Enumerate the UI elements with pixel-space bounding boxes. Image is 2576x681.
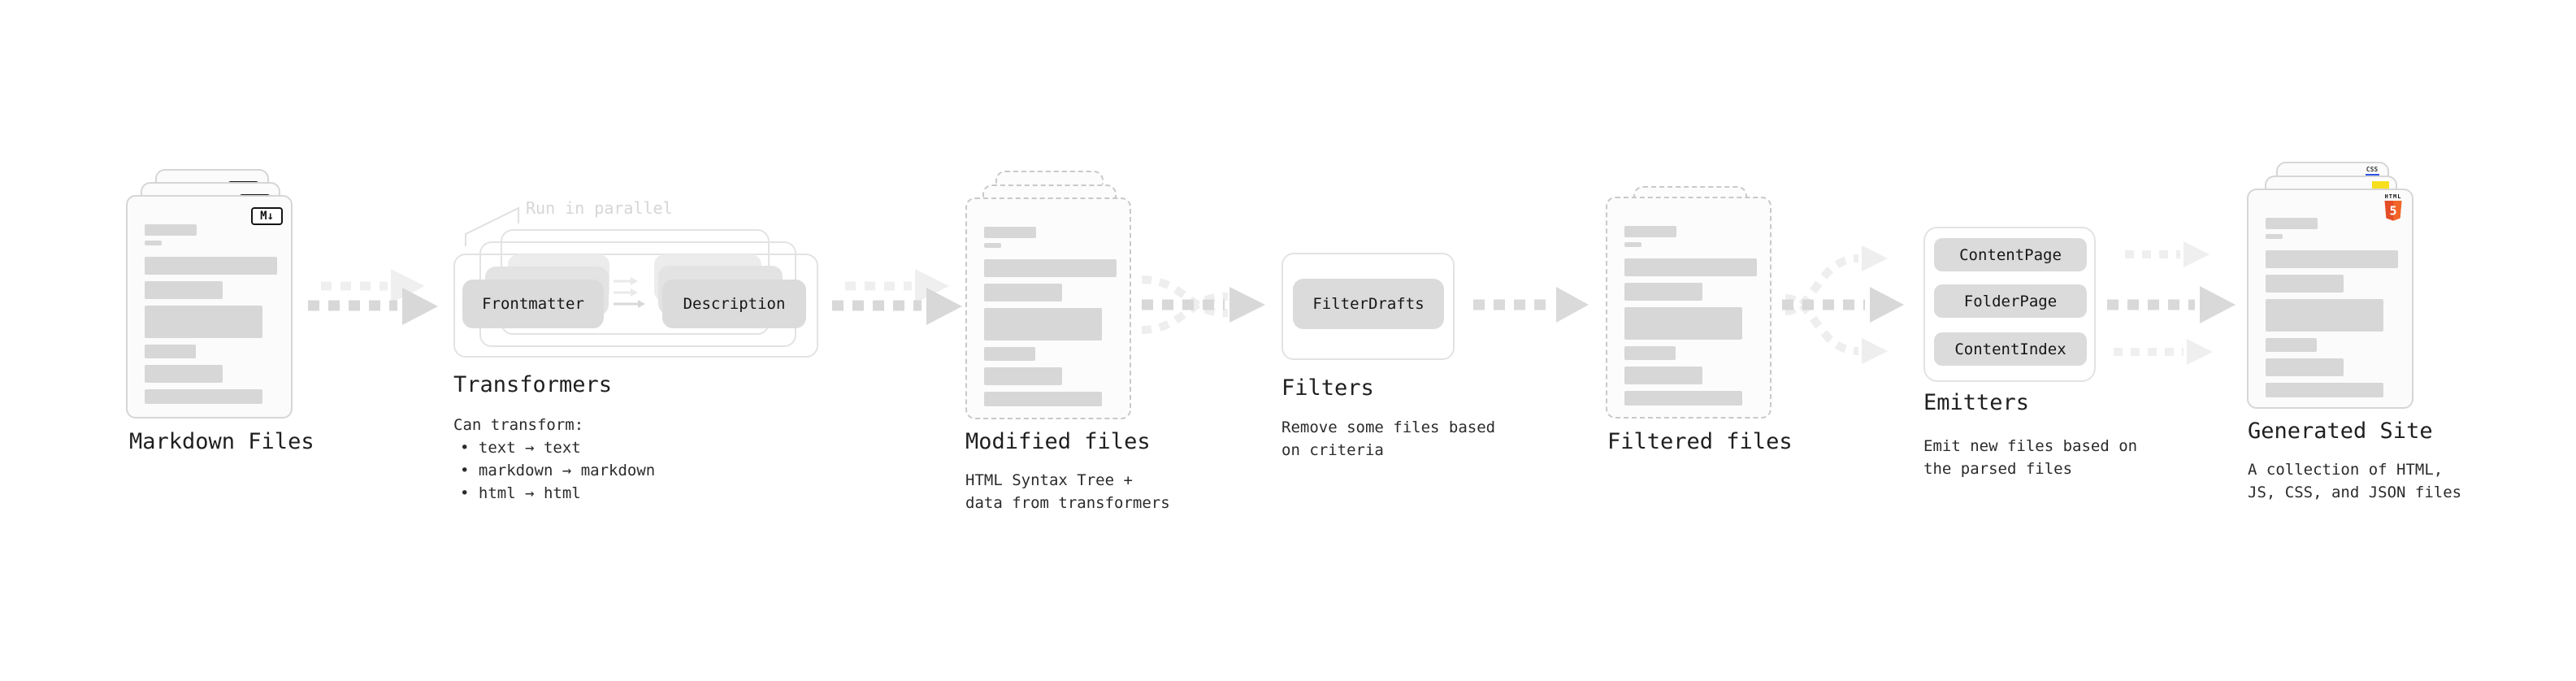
desc-line: Emit new files based on	[1923, 437, 2138, 455]
transformers-label: Transformers	[453, 372, 613, 397]
transformer-description: Description	[662, 280, 806, 328]
emitter-contentpage: ContentPage	[1934, 238, 2087, 271]
flow-arrow-fanout-to-emitters	[1782, 245, 1904, 364]
transformer-frontmatter: Frontmatter	[462, 280, 604, 328]
doc-card	[965, 197, 1131, 419]
desc-line: HTML Syntax Tree +	[965, 471, 1133, 489]
emitters-label: Emitters	[1923, 390, 2030, 415]
modified-files-desc: HTML Syntax Tree + data from transformer…	[965, 469, 1170, 514]
generated-site-label: Generated Site	[2248, 419, 2433, 444]
desc-line: the parsed files	[1923, 460, 2073, 478]
html5-icon: HTML 5	[2383, 193, 2404, 223]
desc-line: Remove some files based	[1281, 419, 1496, 436]
filter-filterdrafts: FilterDrafts	[1293, 279, 1444, 329]
stage-generated-site: CSS HTML 5	[2247, 162, 2419, 414]
doc-text-placeholder	[1624, 226, 1757, 406]
run-in-parallel-note: Run in parallel	[526, 198, 673, 218]
filters-label: Filters	[1281, 375, 1374, 401]
emitters-desc: Emit new files based on the parsed files	[1923, 435, 2137, 480]
flow-arrow-merge-to-filters	[1141, 275, 1265, 334]
html5-number: 5	[2389, 204, 2396, 219]
doc-text-placeholder	[145, 224, 277, 404]
transformers-box-front	[453, 254, 818, 358]
doc-card: M↓	[126, 195, 293, 419]
doc-text-placeholder	[984, 227, 1117, 406]
markdown-icon: M↓	[251, 207, 283, 225]
bullet-item: • markdown → markdown	[460, 462, 656, 479]
emitter-contentindex: ContentIndex	[1934, 332, 2087, 366]
js-icon	[2372, 181, 2389, 190]
filtered-files-label: Filtered files	[1607, 429, 1793, 454]
transformers-desc-title: Can transform:	[453, 416, 584, 434]
transformers-bullets: • text → text • markdown → markdown • ht…	[460, 436, 655, 505]
desc-line: A collection of HTML,	[2248, 461, 2444, 479]
desc-line: JS, CSS, and JSON files	[2248, 484, 2462, 501]
generated-site-desc: A collection of HTML, JS, CSS, and JSON …	[2248, 458, 2461, 504]
stage-filtered-files	[1606, 186, 1776, 430]
emitter-folderpage: FolderPage	[1934, 284, 2087, 318]
flow-arrow-transformers-to-modified	[832, 269, 962, 325]
desc-line: on criteria	[1281, 441, 1384, 459]
filters-desc: Remove some files based on criteria	[1281, 416, 1495, 462]
desc-line: data from transformers	[965, 494, 1170, 512]
doc-text-placeholder	[2266, 218, 2398, 397]
flow-arrow-markdown-to-transformers	[308, 269, 438, 325]
stage-modified-files	[965, 171, 1136, 423]
bullet-item: • text → text	[460, 439, 581, 457]
modified-files-label: Modified files	[965, 429, 1151, 454]
doc-card: HTML 5	[2247, 189, 2413, 409]
doc-card	[1606, 197, 1772, 419]
parallel-arrows-icon	[614, 277, 645, 308]
markdown-files-label: Markdown Files	[129, 429, 314, 454]
flow-arrow-emitters-to-site	[2107, 241, 2236, 365]
note-leader-line	[465, 206, 519, 246]
stage-markdown-files: M↓ M↓ M↓	[126, 169, 298, 421]
flow-arrow-filters-to-filtered	[1473, 287, 1589, 323]
bullet-item: • html → html	[460, 484, 581, 502]
